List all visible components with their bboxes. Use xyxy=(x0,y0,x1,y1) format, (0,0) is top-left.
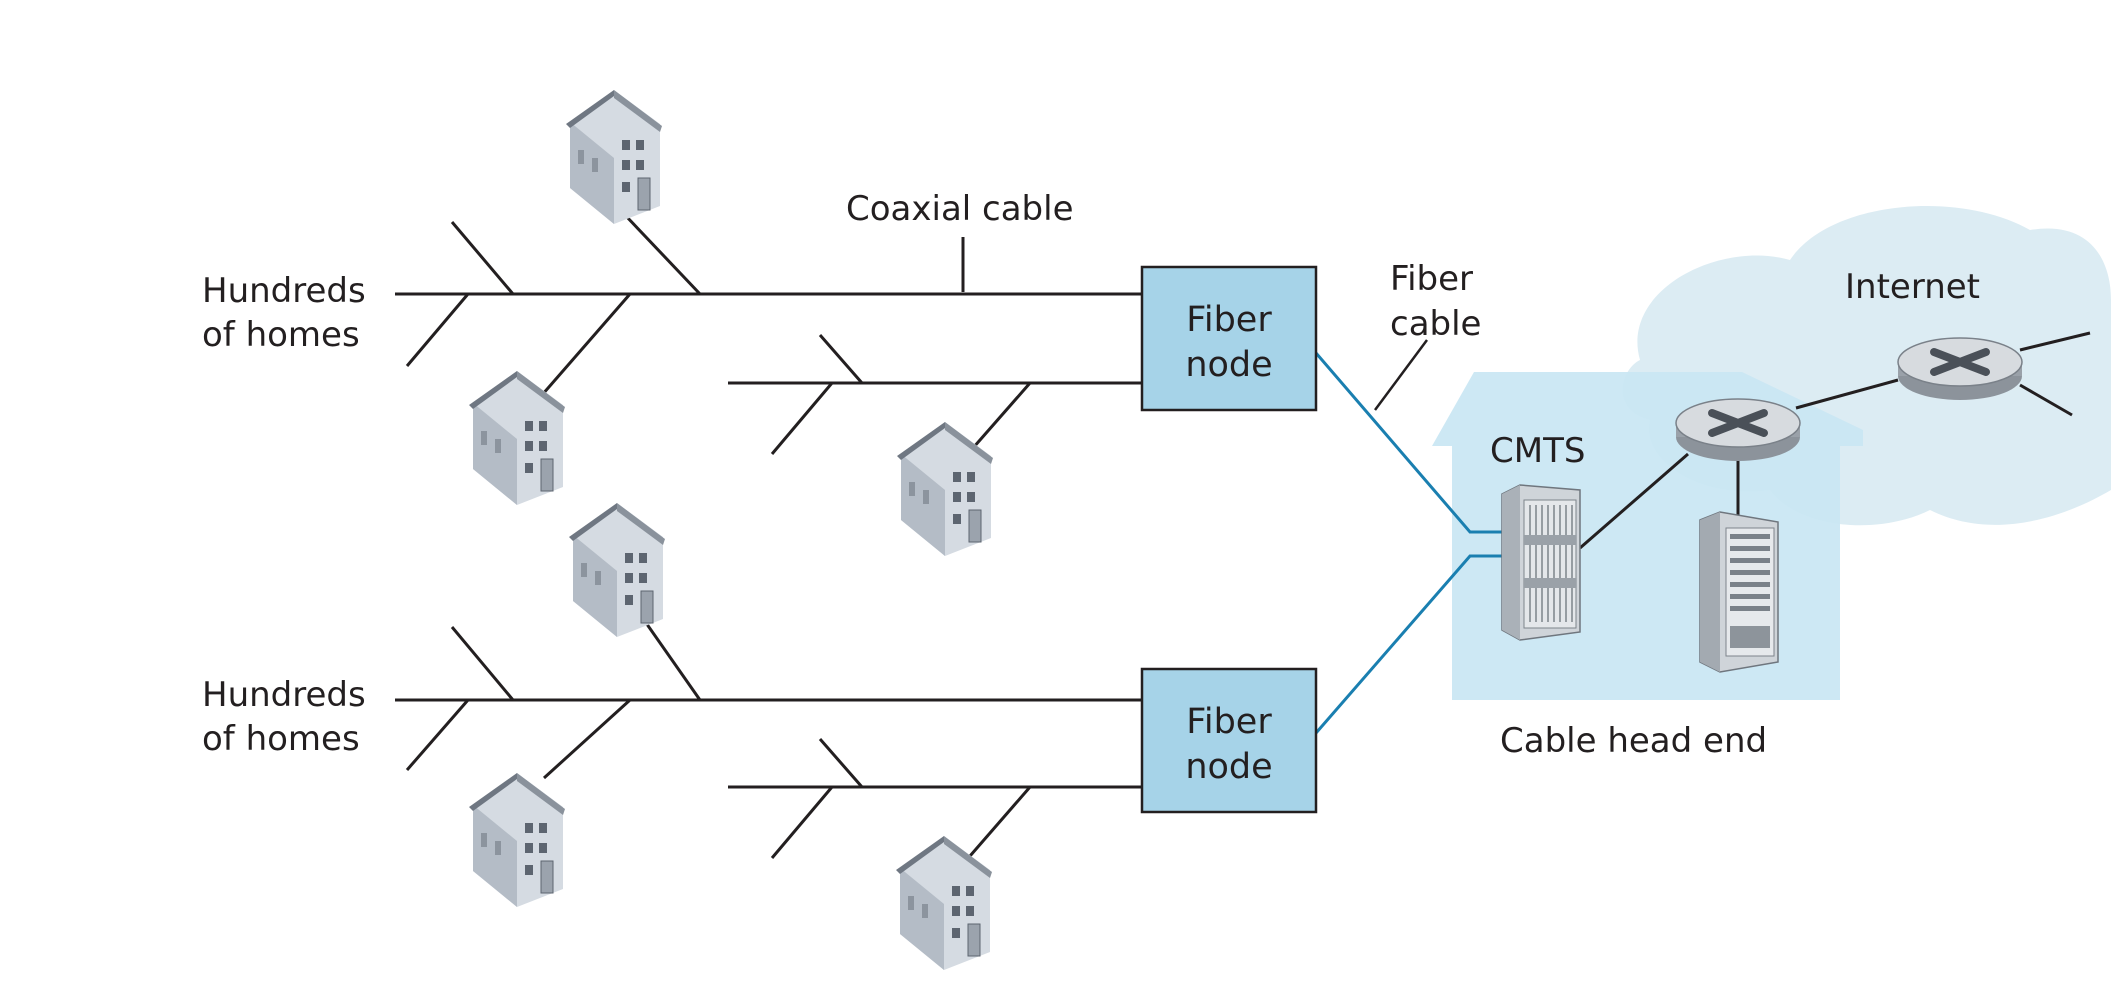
fiber-node-lower-label-1: Fiber xyxy=(1186,702,1272,742)
house-icon xyxy=(896,836,992,970)
fiber-cable-label-line1: Fiber xyxy=(1390,259,1473,299)
house-icon xyxy=(569,503,665,637)
router-icon xyxy=(1676,399,1800,461)
fiber-node-upper-label-1: Fiber xyxy=(1186,300,1272,340)
house-icon xyxy=(566,90,662,224)
fiber-node-lower-label-2: node xyxy=(1185,747,1272,787)
hundreds-of-homes-lower-line1: Hundreds xyxy=(202,675,366,715)
fiber-cable-label-line2: cable xyxy=(1390,304,1481,344)
hundreds-of-homes-upper-line2: of homes xyxy=(202,315,360,355)
fiber-cable-leader xyxy=(1375,340,1427,410)
hundreds-of-homes-upper-line1: Hundreds xyxy=(202,271,366,311)
cmts-label: CMTS xyxy=(1490,431,1585,471)
house-icon xyxy=(469,773,565,907)
fiber-node-upper-label-2: node xyxy=(1185,345,1272,385)
internet-label: Internet xyxy=(1845,267,1980,307)
coaxial-cable-label: Coaxial cable xyxy=(846,189,1074,229)
router-icon xyxy=(1898,338,2022,400)
cmts-rack-icon xyxy=(1502,485,1580,640)
hundreds-of-homes-lower-line2: of homes xyxy=(202,719,360,759)
server-icon xyxy=(1700,512,1778,672)
cable-head-end-label: Cable head end xyxy=(1500,721,1767,761)
house-icon xyxy=(469,371,565,505)
